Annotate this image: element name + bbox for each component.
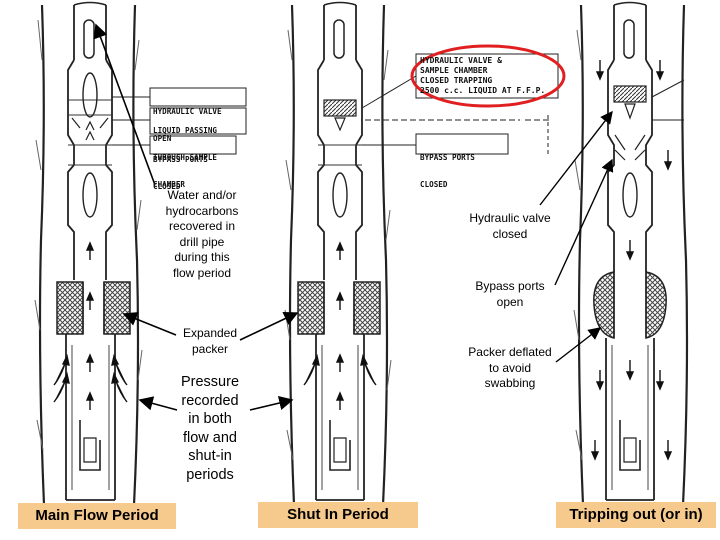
annotation-pressure-recorded: Pressure recorded in both flow and shut-…	[180, 374, 240, 483]
caption-main-flow-period: Main Flow Period	[18, 503, 176, 529]
tag-bypass-ports-closed: BYPASS PORTS CLOSED	[153, 155, 208, 191]
annotation-packer-deflated: Packer deflated to avoid swabbing	[468, 345, 552, 390]
annotation-expanded-packer: Expanded packer	[182, 326, 238, 356]
packer-element	[593, 271, 615, 339]
panel-shut-in-drawing	[239, 1, 566, 506]
wellbore-wall-left	[288, 4, 296, 506]
caption-tripping-out: Tripping out (or in)	[556, 502, 716, 528]
panel-tripping-drawing	[539, 1, 689, 506]
tag-bypass-ports-closed-mid: BYPASS PORTS CLOSED	[420, 153, 475, 189]
wellbore-wall-left	[38, 4, 46, 506]
annotation-hydraulic-valve-closed: Hydraulic valve closed	[469, 211, 551, 241]
panel-main-flow-drawing	[34, 1, 247, 506]
tag-hydraulic-valve-open: HYDRAULIC VALVE OPEN	[153, 107, 222, 143]
packer-element	[56, 281, 84, 335]
annotation-bypass-ports-open: Bypass ports open	[475, 279, 545, 309]
highlight-ring	[410, 44, 566, 108]
annotation-water-hydrocarbons: Water and/or hydrocarbons recovered in d…	[165, 188, 239, 280]
tag-valve-chamber-closed: HYDRAULIC VALVE & SAMPLE CHAMBER CLOSED …	[420, 56, 546, 95]
wellbore-wall-left	[577, 4, 585, 506]
wellbore-wall-right	[381, 4, 389, 506]
caption-shut-in-period: Shut In Period	[258, 502, 418, 528]
wellbore-wall-right	[132, 4, 140, 506]
wellbore-wall-right	[681, 4, 689, 506]
tag-liquid-passing: LIQUID PASSING THROUGH SAMPLE CHAMBER	[153, 126, 218, 189]
